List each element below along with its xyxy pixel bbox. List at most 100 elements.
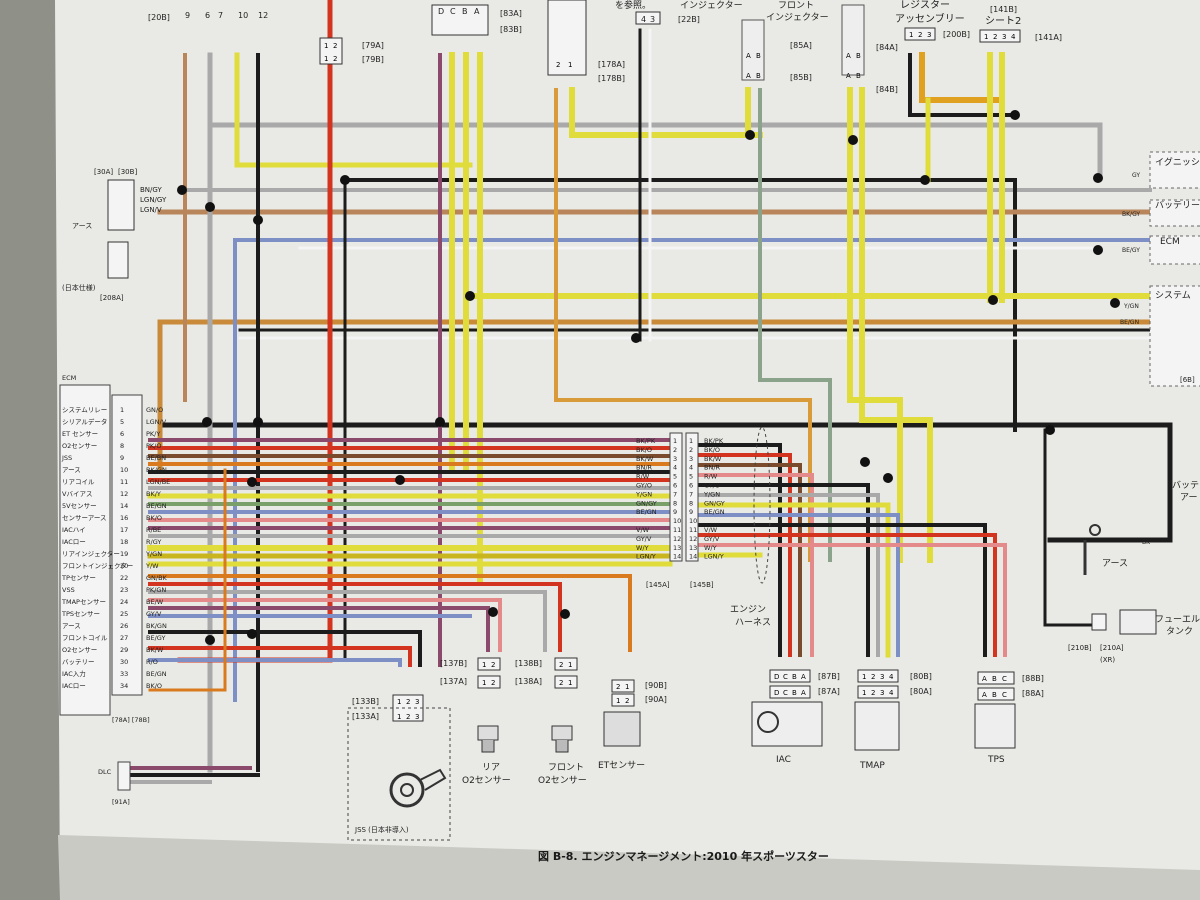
wire-orange-ecm-2 (148, 574, 632, 652)
ecm-pin-wire: BE/BN (146, 454, 166, 462)
c145-right-pin: 10 (689, 517, 697, 525)
c79-pin: 2 (333, 55, 337, 63)
c83-pin-a: A (474, 7, 480, 16)
c87-pin: A (801, 689, 806, 697)
regulator-label-1: レジスター (900, 0, 950, 11)
wires-178 (554, 28, 812, 562)
rear-o2-label-2: O2センサー (462, 775, 511, 786)
c145-left-wire: BK/PK (636, 437, 656, 445)
paper-shadow-bottom (58, 835, 1200, 900)
c85-pin: A (746, 72, 751, 80)
dlc-label: DLC (98, 768, 112, 776)
fuel-tank-label-2: タンク (1166, 626, 1193, 637)
c80a-label: [80A] (910, 687, 932, 696)
battery-earth-label-2: アー (1180, 493, 1197, 503)
ecm-pin-wire: BK/W (146, 646, 164, 654)
sensor-harness (697, 443, 1007, 658)
wire-yellow-20b (234, 52, 473, 168)
c90b-label: [90B] (645, 681, 667, 690)
ecm-pin-wire: R/O (146, 658, 158, 666)
c83-pin-c: C (450, 7, 456, 16)
c145-right-pin: 14 (689, 553, 697, 561)
c137b-label: [137B] (440, 659, 467, 668)
engine-harness-label-1: エンジン (730, 605, 766, 615)
c145-left-wire: BK/O (636, 446, 652, 454)
c200b-label: [200B] (943, 30, 970, 39)
battery-box (1149, 199, 1200, 227)
wire-gray-ecm-3 (148, 590, 547, 652)
c137-pin: 2 (491, 679, 495, 687)
tps-sensor-body (974, 703, 1016, 749)
ecm-right-label: ECM (1160, 237, 1180, 247)
c178-pin: 1 (568, 61, 572, 69)
ecm-pin-label: IACハイ (62, 526, 86, 534)
ecm-pin-number: 8 (120, 442, 124, 450)
wire-pink-ecm-2 (148, 598, 502, 652)
c145-right-pin: 13 (689, 544, 697, 552)
c178a-label: [178A] (598, 60, 625, 69)
front-o2-label-2: O2センサー (538, 775, 587, 786)
ecm-pin-wire: PK/O (146, 442, 162, 450)
c90-pin: 1 (616, 697, 620, 705)
connector-145-left (669, 432, 683, 562)
c80-pin: 4 (889, 689, 894, 697)
ecm-pin-wire: BE/GY (146, 634, 165, 642)
ecm-pin-number: 5 (120, 418, 124, 426)
c138-pin: 2 (559, 661, 563, 669)
ecm-pin-label: リアコイル (62, 478, 95, 486)
ecm-pin-wire: R/BE (146, 526, 161, 534)
c145-left-pin: 12 (673, 535, 681, 543)
injector-84-body (841, 4, 865, 76)
connector-80a-box (857, 685, 899, 699)
wire-gy-label: GY (1132, 172, 1140, 179)
c145-left-pin: 7 (673, 490, 677, 498)
c22b-pin-3: 3 (650, 15, 655, 24)
c141-pin: 1 (984, 33, 988, 41)
jss-sensor-tab (419, 768, 447, 791)
system-box (1149, 285, 1200, 387)
c87-pin: C (783, 673, 788, 681)
wire-bkgy-label: BK/GY (1122, 211, 1140, 218)
ecm-pin-label: TPセンサー (61, 574, 96, 582)
ecm-pin-wire: GN/BK (146, 574, 168, 582)
c178-pin: 2 (556, 61, 560, 69)
ecm-pin-number: 23 (120, 586, 128, 594)
c210b-label: [210B] (1068, 644, 1092, 652)
c138a-label: [138A] (515, 677, 542, 686)
front-o2-label-1: フロント (548, 763, 584, 773)
injector-top-label: インジェクター (680, 0, 743, 11)
c30a-label: [30A] (94, 168, 113, 176)
c145-left-pin: 11 (673, 526, 681, 534)
figure-caption: 図 B-8. エンジンマネージメント:2010 年スポーツスター (538, 849, 829, 863)
c133a-label: [133A] (352, 712, 379, 721)
c84-pin: A (846, 52, 851, 60)
c80-pin: 2 (871, 689, 875, 697)
c145-left-pin: 6 (673, 482, 677, 490)
c79a-label: [79A] (362, 41, 384, 50)
c145-right-wire: Y/GN (703, 490, 720, 498)
ecm-pin-number: 26 (120, 622, 128, 630)
c88-pin: B (992, 675, 997, 683)
ecm-pin-label: VSS (62, 586, 75, 594)
c138b-label: [138B] (515, 659, 542, 668)
c79-pin: 2 (333, 42, 337, 50)
tps-label: TPS (987, 755, 1005, 765)
sanshou-note: を参照。 (615, 0, 651, 11)
connector-22b-box (635, 11, 661, 25)
ecm-pin-number: 1 (120, 406, 124, 414)
c145-right-wire: BK/O (704, 446, 720, 454)
c83-pin-b: B (462, 7, 468, 16)
left-connector-block: [30A] [30B] BN/GY LGN/GY LGN/V アース (日本仕様… (62, 168, 167, 302)
ecm-pin-label: リアインジェクター (62, 549, 120, 558)
connector-141-box (979, 29, 1021, 43)
wires-injectors (745, 87, 933, 563)
ecm-pin-label: フロントコイル (62, 634, 108, 642)
c137a-label: [137A] (440, 677, 467, 686)
c145-right-wire: GN/GY (704, 499, 725, 507)
c88-pin: B (992, 691, 997, 699)
wire-blue-tmap (698, 513, 900, 657)
ecm-pin-wire: BE/GN (146, 670, 167, 678)
c145-right-pin: 5 (689, 473, 693, 481)
